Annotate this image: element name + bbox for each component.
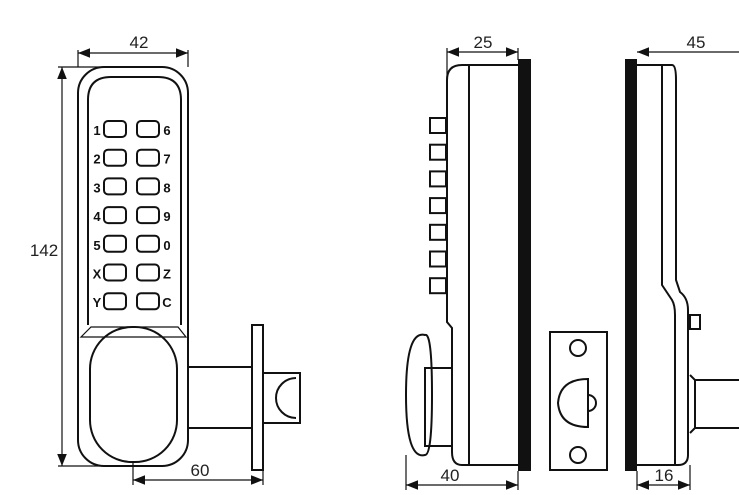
knob-stem xyxy=(424,367,453,447)
rear-spindle xyxy=(695,379,739,429)
backset-dimension-label: 60 xyxy=(191,461,210,480)
total-dimension-label: 40 xyxy=(441,466,460,485)
side-key-button xyxy=(429,170,447,188)
key-button xyxy=(103,120,127,138)
spindle xyxy=(187,366,253,429)
front-view: 1 6 2 7 3 8 4 9 5 0X Z Y C 42 142 60 xyxy=(30,33,301,485)
thumb-knob xyxy=(89,326,178,463)
key-button xyxy=(136,120,160,138)
side-body xyxy=(446,64,518,466)
key-label: X xyxy=(93,267,102,282)
thickness-dimension-label: 16 xyxy=(655,466,674,485)
key-button xyxy=(136,292,160,311)
key-button xyxy=(103,263,127,282)
latch-bolt xyxy=(263,372,301,424)
key-label: 1 xyxy=(93,123,100,138)
side-buttons xyxy=(429,117,447,295)
key-label: 8 xyxy=(163,180,170,195)
key-button xyxy=(103,148,127,167)
knob-side xyxy=(404,333,434,457)
knob-collar xyxy=(79,326,188,338)
key-button xyxy=(136,263,160,282)
height-dimension-label: 142 xyxy=(30,241,58,260)
rear-pin xyxy=(689,314,701,330)
latch-faceplate xyxy=(251,324,264,471)
key-label: 6 xyxy=(163,123,170,138)
latch-opening xyxy=(556,377,589,429)
keypad-panel xyxy=(87,76,182,325)
side-key-button xyxy=(429,223,447,241)
key-label: 7 xyxy=(163,152,170,167)
rear-depth-dimension-label: 45 xyxy=(687,33,706,52)
key-label: C xyxy=(162,295,172,310)
door-gasket xyxy=(518,59,531,471)
key-label: Z xyxy=(163,267,171,282)
side-key-button xyxy=(429,117,447,134)
keypad-keys: 1 6 2 7 3 8 4 9 5 0X Z Y C xyxy=(93,120,172,311)
strike-plate xyxy=(549,331,608,471)
key-label: Y xyxy=(93,295,102,310)
key-label: 4 xyxy=(93,209,101,224)
screw-hole-icon xyxy=(569,446,587,464)
screw-hole-icon xyxy=(569,339,587,357)
side-key-button xyxy=(429,143,447,161)
rear-view: 45 16 xyxy=(625,33,739,490)
rear-body xyxy=(637,64,689,466)
key-button xyxy=(103,206,127,225)
side-key-button xyxy=(429,277,447,295)
key-button xyxy=(103,177,127,196)
door-gasket-rear xyxy=(625,59,637,471)
depth-dimension-label: 25 xyxy=(474,33,493,52)
key-label: 9 xyxy=(163,209,170,224)
key-button xyxy=(136,234,160,253)
side-key-button xyxy=(429,250,447,268)
key-label: 2 xyxy=(93,152,100,167)
key-label: 0 xyxy=(163,238,170,253)
side-view: 25 40 xyxy=(404,33,531,490)
key-button xyxy=(136,206,160,225)
key-button xyxy=(103,292,127,311)
key-button xyxy=(136,177,160,196)
key-label: 3 xyxy=(93,180,100,195)
side-key-button xyxy=(429,197,447,215)
width-dimension-label: 42 xyxy=(130,33,149,52)
key-button xyxy=(103,234,127,253)
key-button xyxy=(136,148,160,167)
latch-bevel xyxy=(275,377,297,419)
key-label: 5 xyxy=(93,238,100,253)
